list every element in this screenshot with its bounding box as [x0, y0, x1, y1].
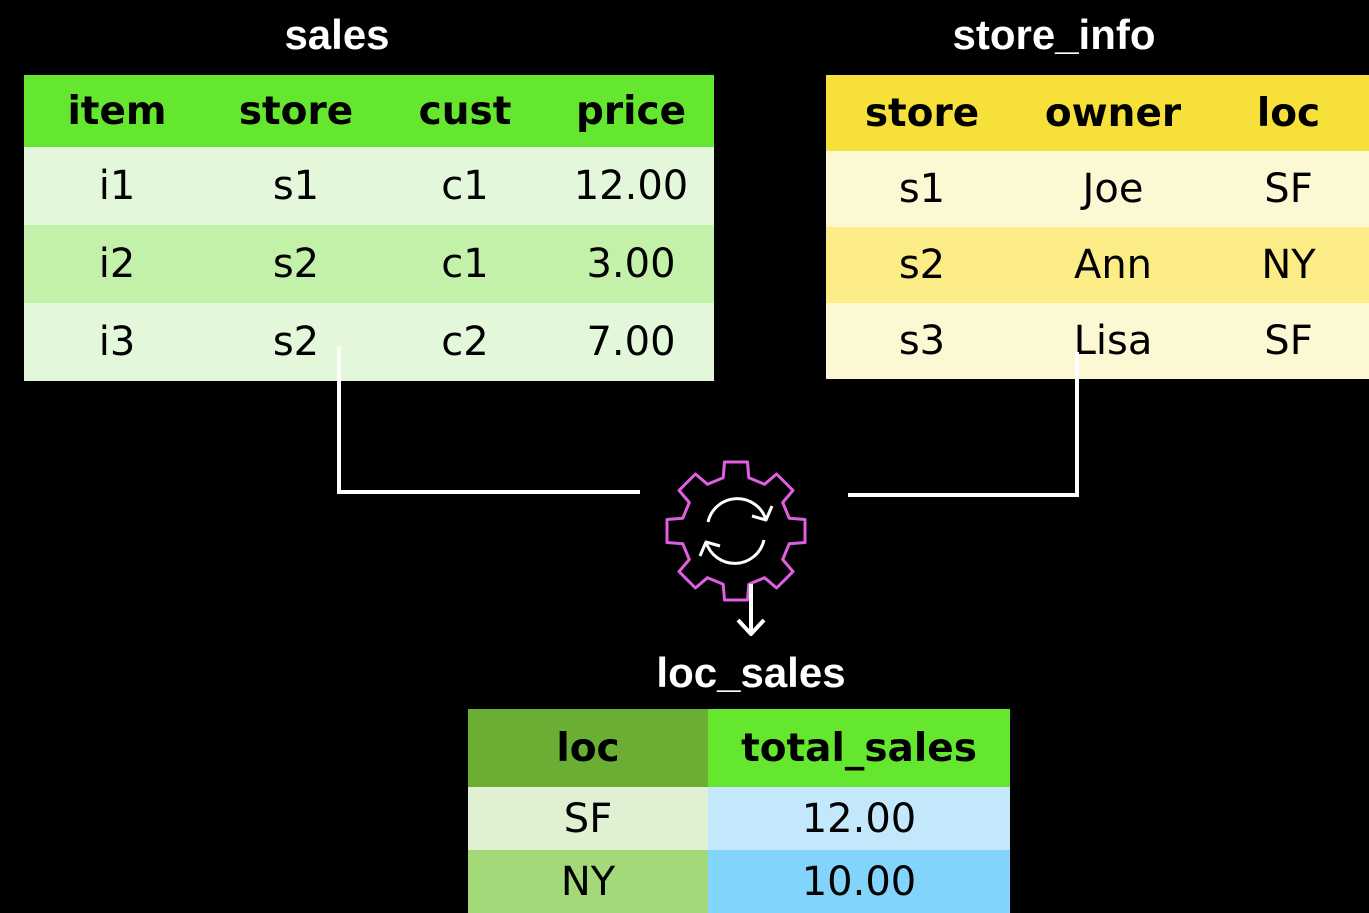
- table-cell: s3: [826, 303, 1018, 379]
- gear-refresh-icon: [665, 460, 807, 602]
- loc-sales-table-title: loc_sales: [656, 649, 846, 696]
- table-cell: 10.00: [708, 850, 1010, 913]
- column-header: store: [826, 75, 1018, 151]
- column-header: owner: [1018, 75, 1208, 151]
- table-cell: c1: [382, 225, 548, 303]
- table-cell: SF: [1208, 303, 1369, 379]
- table-cell: Lisa: [1018, 303, 1208, 379]
- table-cell: s1: [826, 151, 1018, 227]
- store-info-connector-line: [848, 352, 1079, 497]
- table-cell: Joe: [1018, 151, 1208, 227]
- table-row: s1 Joe SF: [826, 151, 1369, 227]
- table-cell: s2: [826, 227, 1018, 303]
- table-cell: NY: [468, 850, 708, 913]
- refresh-arrow-top: [706, 497, 768, 523]
- refresh-arrow-bottom: [704, 539, 766, 565]
- table-cell: c1: [382, 147, 548, 225]
- table-cell: Ann: [1018, 227, 1208, 303]
- sales-table: item store cust price i1 s1 c1 12.00 i2 …: [24, 75, 714, 381]
- table-cell: s2: [210, 225, 382, 303]
- output-arrow: [736, 584, 766, 636]
- column-header: total_sales: [708, 709, 1010, 787]
- column-header: cust: [382, 75, 548, 147]
- table-row: s2 Ann NY: [826, 227, 1369, 303]
- table-row: i1 s1 c1 12.00: [24, 147, 714, 225]
- column-header: item: [24, 75, 210, 147]
- column-header: loc: [468, 709, 708, 787]
- loc-sales-header-row: loc total_sales: [468, 709, 1010, 787]
- table-cell: i2: [24, 225, 210, 303]
- table-cell: SF: [1208, 151, 1369, 227]
- table-row: i3 s2 c2 7.00: [24, 303, 714, 381]
- table-cell: c2: [382, 303, 548, 381]
- store-info-header-row: store owner loc: [826, 75, 1369, 151]
- sales-connector-line: [337, 347, 640, 494]
- table-row: i2 s2 c1 3.00: [24, 225, 714, 303]
- table-row: s3 Lisa SF: [826, 303, 1369, 379]
- column-header: store: [210, 75, 382, 147]
- table-cell: s2: [210, 303, 382, 381]
- column-header: loc: [1208, 75, 1369, 151]
- table-cell: s1: [210, 147, 382, 225]
- sales-header-row: item store cust price: [24, 75, 714, 147]
- sales-table-title: sales: [284, 11, 390, 58]
- loc-sales-table: loc total_sales SF 12.00 NY 10.00: [468, 709, 1010, 913]
- store-info-table: store owner loc s1 Joe SF s2 Ann NY s3 L…: [826, 75, 1369, 379]
- table-cell: i1: [24, 147, 210, 225]
- table-cell: 7.00: [548, 303, 714, 381]
- table-cell: NY: [1208, 227, 1369, 303]
- column-header: price: [548, 75, 714, 147]
- table-cell: 12.00: [708, 787, 1010, 850]
- table-cell: SF: [468, 787, 708, 850]
- table-row: NY 10.00: [468, 850, 1010, 913]
- table-cell: i3: [24, 303, 210, 381]
- table-cell: 12.00: [548, 147, 714, 225]
- table-cell: 3.00: [548, 225, 714, 303]
- store-info-table-title: store_info: [952, 11, 1156, 58]
- table-row: SF 12.00: [468, 787, 1010, 850]
